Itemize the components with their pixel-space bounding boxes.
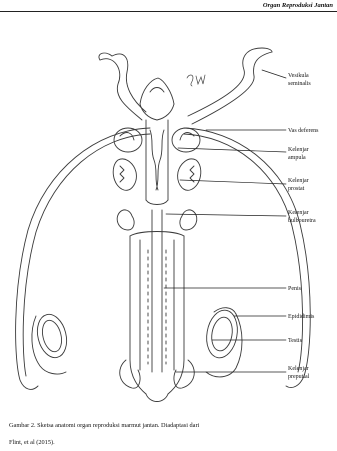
label-kelenjar-ampula: Kelenjar ampula (288, 147, 310, 161)
caption-line-2: Flint, et al (2015). (9, 434, 329, 451)
label-kelenjar-prostat: Kelenjar prostat (288, 178, 310, 192)
urethra-upper-drawing (146, 120, 168, 205)
label-vas-deferens: Vas deferens (288, 127, 319, 134)
caption-line-1: Gambar 2. Sketsa anatomi organ reproduks… (9, 417, 329, 434)
kelenjar-bulbouretra-drawing (117, 210, 197, 230)
right-testis-drawing (203, 308, 242, 377)
vesikula-seminalis-drawing (99, 48, 272, 124)
label-kelenjar-preputial: Kelenjar preputial (288, 366, 310, 380)
label-testis: Testis (288, 338, 303, 344)
kelenjar-preputial-drawing (120, 360, 195, 388)
left-testis-drawing (32, 311, 71, 374)
urethra-top-drawing (140, 78, 174, 120)
penis-drawing (130, 210, 184, 402)
figure-labels: Vesikula seminalis Vas deferens Kelenjar… (288, 73, 319, 380)
signature-mark (187, 75, 205, 86)
label-vesikula-seminalis: Vesikula seminalis (288, 73, 311, 87)
leader-lines (164, 70, 286, 372)
label-epididimis: Epididimis (288, 314, 315, 320)
vas-deferens-drawing (16, 128, 311, 389)
label-kelenjar-bulbouretra: Kelenjar bulbouretra (288, 210, 316, 224)
label-penis: Penis (288, 286, 302, 292)
figure-caption: Gambar 2. Sketsa anatomi organ reproduks… (9, 417, 329, 451)
